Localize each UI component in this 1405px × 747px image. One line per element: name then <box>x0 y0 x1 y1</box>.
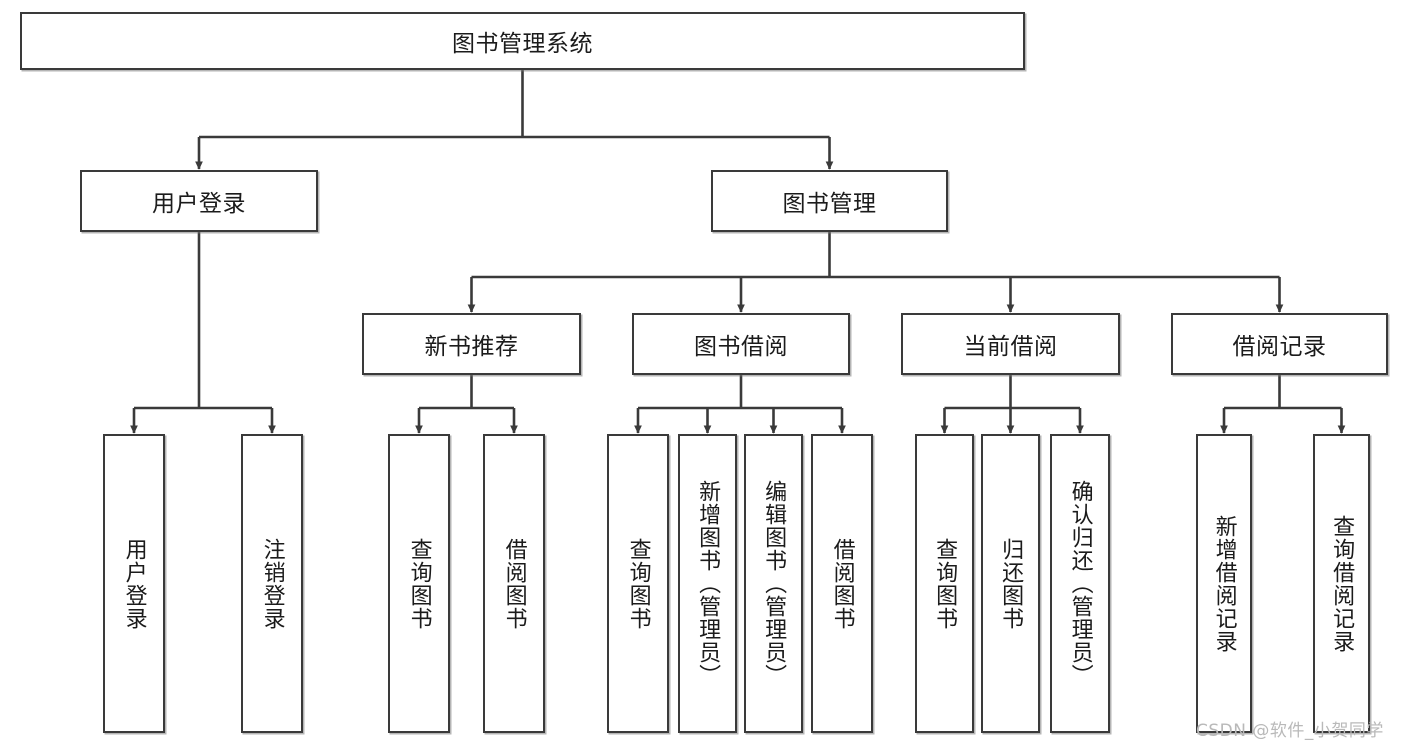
leaf-edit-book-admin[interactable]: 编辑图书（管理员） <box>744 434 803 733</box>
node-label: 归还图书 <box>998 537 1024 630</box>
node-label: 借阅记录 <box>1232 334 1327 360</box>
node-user-login[interactable]: 用户登录 <box>80 170 318 232</box>
node-label: 新书推荐 <box>424 334 519 360</box>
leaf-add-borrow-record[interactable]: 新增借阅记录 <box>1196 434 1252 733</box>
node-label: 当前借阅 <box>963 334 1058 360</box>
leaf-query-books-borrowing[interactable]: 查询图书 <box>607 434 669 733</box>
node-root[interactable]: 图书管理系统 <box>20 12 1025 70</box>
leaf-add-book-admin[interactable]: 新增图书（管理员） <box>678 434 737 733</box>
leaf-borrow-books-recommendation[interactable]: 借阅图书 <box>483 434 545 733</box>
node-label: 用户登录 <box>121 537 147 630</box>
leaf-query-borrow-record[interactable]: 查询借阅记录 <box>1313 434 1370 733</box>
leaf-return-books[interactable]: 归还图书 <box>981 434 1040 733</box>
leaf-logout[interactable]: 注销登录 <box>241 434 303 733</box>
node-label: 图书借阅 <box>694 334 788 360</box>
node-label: 查询图书 <box>625 537 651 630</box>
node-label: 新增借阅记录 <box>1211 514 1237 653</box>
leaf-query-books-recommendation[interactable]: 查询图书 <box>388 434 450 733</box>
leaf-user-login[interactable]: 用户登录 <box>103 434 165 733</box>
node-borrowing-records[interactable]: 借阅记录 <box>1171 313 1388 375</box>
node-current-borrowing[interactable]: 当前借阅 <box>901 313 1120 375</box>
node-label: 查询借阅记录 <box>1329 514 1355 653</box>
leaf-borrow-books-borrowing[interactable]: 借阅图书 <box>811 434 873 733</box>
node-new-book-recommendation[interactable]: 新书推荐 <box>362 313 581 375</box>
node-label: 查询图书 <box>406 537 432 630</box>
node-book-borrowing[interactable]: 图书借阅 <box>632 313 850 375</box>
node-label: 借阅图书 <box>501 537 527 630</box>
node-label: 用户登录 <box>152 191 246 217</box>
node-label: 注销登录 <box>259 537 285 630</box>
node-label: 确认归还（管理员） <box>1067 480 1093 687</box>
node-label: 图书管理系统 <box>452 31 593 57</box>
connector-lines <box>130 70 1346 434</box>
leaf-query-books-current[interactable]: 查询图书 <box>915 434 974 733</box>
node-label: 新增图书（管理员） <box>695 480 721 687</box>
node-label: 查询图书 <box>932 537 958 630</box>
leaf-confirm-return-admin[interactable]: 确认归还（管理员） <box>1050 434 1110 733</box>
node-label: 借阅图书 <box>829 537 855 630</box>
node-label: 编辑图书（管理员） <box>761 480 787 687</box>
node-book-management[interactable]: 图书管理 <box>711 170 948 232</box>
node-label: 图书管理 <box>782 191 877 217</box>
